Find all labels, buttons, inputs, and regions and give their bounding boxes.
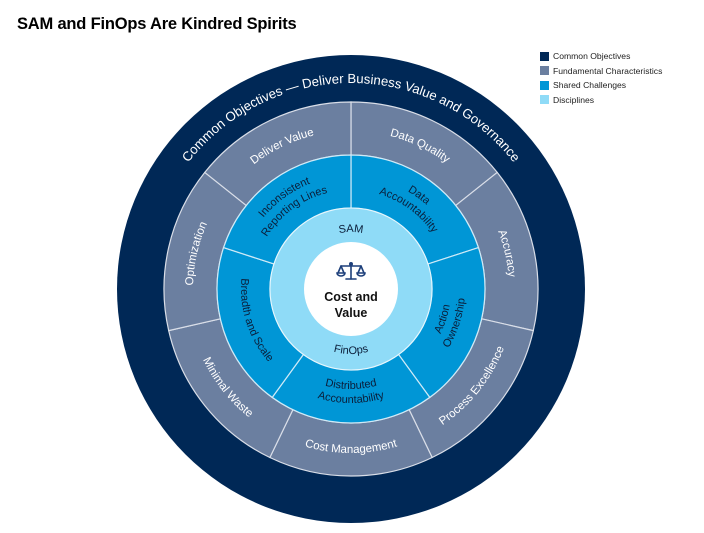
page-title: SAM and FinOps Are Kindred Spirits: [17, 15, 297, 33]
legend: Common Objectives Fundamental Characteri…: [540, 49, 662, 107]
legend-swatch: [540, 80, 549, 90]
legend-label: Common Objectives: [553, 51, 631, 62]
center-label-line1: Cost and: [324, 290, 377, 304]
center-circle: [304, 242, 398, 336]
legend-item-fundamental-characteristics: Fundamental Characteristics: [540, 64, 662, 79]
legend-swatch: [540, 66, 549, 76]
legend-item-common-objectives: Common Objectives: [540, 49, 662, 64]
challenge-label-distributed: Distributed: [324, 377, 378, 392]
center-label-line2: Value: [335, 306, 368, 320]
legend-label: Shared Challenges: [553, 80, 627, 91]
legend-swatch: [540, 95, 549, 105]
legend-swatch: [540, 51, 549, 61]
legend-label: Fundamental Characteristics: [553, 65, 663, 76]
legend-label: Disciplines: [553, 94, 595, 105]
scales-icon: [336, 262, 366, 280]
legend-item-disciplines: Disciplines: [540, 93, 662, 108]
legend-item-shared-challenges: Shared Challenges: [540, 78, 662, 93]
discipline-label-finops: FinOps: [333, 343, 370, 357]
discipline-label-sam: SAM: [338, 223, 364, 236]
challenge-label-accountability: Accountability: [317, 389, 386, 406]
